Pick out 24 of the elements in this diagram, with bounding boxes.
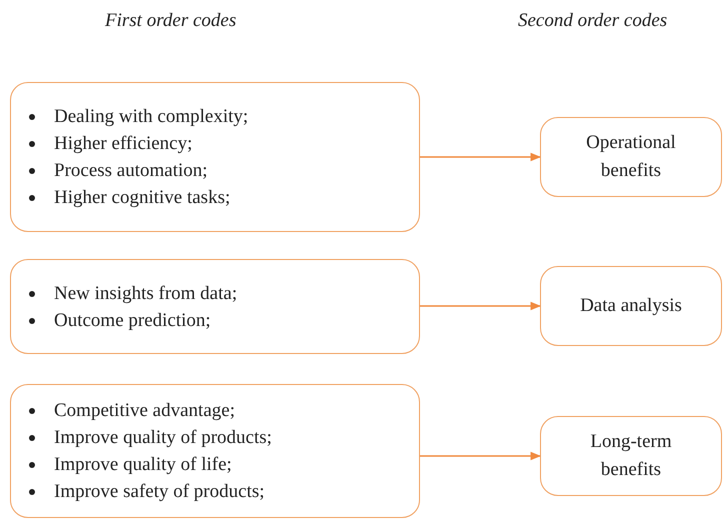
bullet-item: Process automation; (27, 157, 411, 184)
bullet-item: Competitive advantage; (27, 397, 411, 424)
column-heading: Second order codes (518, 10, 668, 32)
bullet-item: New insights from data; (27, 280, 411, 306)
bullet-item: Higher cognitive tasks; (27, 184, 411, 211)
bullet-item: Outcome prediction; (27, 306, 411, 334)
code-list-box (10, 82, 420, 232)
bullet-item: Improve quality of life; (27, 451, 411, 478)
category-box (540, 416, 722, 496)
category-label: Long-term benefits (589, 430, 673, 482)
column-heading: First order codes (105, 10, 236, 32)
arrow (420, 452, 542, 460)
code-list-box (10, 384, 420, 518)
category-box (540, 266, 722, 346)
category-box (540, 117, 722, 197)
arrow (420, 152, 542, 162)
bullet-item: Dealing with complexity; (27, 103, 411, 130)
bullet-item: Improve quality of products; (27, 424, 411, 451)
bullet-item: Higher efficiency; (27, 130, 411, 157)
code-list-box (10, 259, 420, 354)
arrow (420, 302, 542, 310)
category-label: Operational benefits (585, 131, 677, 183)
category-label: Data analysis (579, 294, 683, 318)
bullet-item: Improve safety of products; (27, 478, 411, 505)
